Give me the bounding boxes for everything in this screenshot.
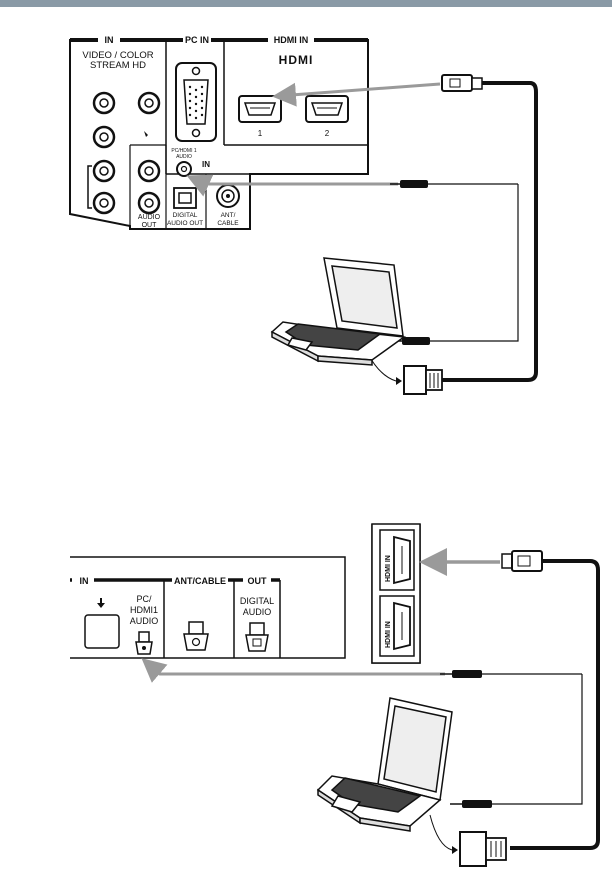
- hdmi-cable-1: [440, 81, 538, 382]
- audio-out-label-line2: OUT: [142, 222, 158, 229]
- diagram-1: IN PC IN HDMI IN VIDEO / COLOR STREAM HD…: [69, 34, 538, 395]
- in-header-2: IN: [80, 576, 89, 586]
- ant-cable-header: ANT/CABLE: [174, 576, 226, 586]
- component-jacks: [92, 91, 161, 215]
- hdmi-in-label-lower: HDMI IN: [385, 621, 392, 648]
- out-header: OUT: [248, 576, 268, 586]
- audio-cable-1: [430, 184, 519, 342]
- digital-audio-port-2: [245, 622, 269, 652]
- ant-cable-port-2: [183, 621, 209, 651]
- hdmi-port-lower: [393, 601, 411, 651]
- ant-cable-label-line1: ANT/: [221, 212, 236, 219]
- pc-hdmi1-audio-label-line2: AUDIO: [176, 154, 192, 160]
- audio-plug-2a: [440, 670, 582, 678]
- digital-audio-label-line1: DIGITAL: [240, 596, 274, 606]
- hdmi-plug-2: [501, 550, 543, 572]
- audio-cable-2: [492, 674, 583, 805]
- digital-audio-out-label-line2: AUDIO OUT: [167, 220, 203, 227]
- laptop-1: [270, 257, 407, 366]
- in-header: IN: [105, 35, 114, 45]
- digital-audio-label-line2: AUDIO: [243, 607, 272, 617]
- hdmi-cable-2: [510, 559, 600, 850]
- hdmi-port-1-label: 1: [258, 129, 263, 138]
- pc-audio-jack: [176, 161, 192, 177]
- video-color-label-line2: STREAM HD: [90, 60, 146, 71]
- vga-plug-2: [459, 831, 507, 867]
- pc-hdmi1-audio-label2-line3: AUDIO: [130, 616, 159, 626]
- hdmi-port-1: [238, 95, 282, 123]
- down-arrow-icon: [97, 598, 105, 608]
- audio-plug-1a: [390, 180, 518, 188]
- audio-out-label-line1: AUDIO: [138, 214, 161, 221]
- hdmi-side-panel: HDMI IN HDMI IN: [371, 523, 421, 664]
- tv-rear-panel-1: IN PC IN HDMI IN VIDEO / COLOR STREAM HD…: [69, 34, 369, 230]
- vga-arrow-2: [429, 814, 453, 851]
- diagram-2: IN ANT/CABLE OUT PC/ HDMI1 AUDIO: [70, 523, 600, 867]
- pc-hdmi1-audio-label2-line1: PC/: [136, 594, 152, 604]
- digital-audio-out-label-line1: DIGITAL: [173, 212, 198, 219]
- hdmi-in-header: HDMI IN: [274, 35, 309, 45]
- pc-audio-jack-2: [135, 631, 153, 655]
- laptop-2: [316, 697, 453, 832]
- audio-arrow-2: [141, 658, 445, 683]
- audio-arrow-1: [186, 174, 398, 197]
- hdmi-in-label-upper: HDMI IN: [385, 555, 392, 582]
- tv-rear-panel-2: IN ANT/CABLE OUT PC/ HDMI1 AUDIO: [70, 556, 346, 659]
- audio-plug-2b: [450, 800, 492, 808]
- ant-cable-port: [216, 184, 240, 208]
- in-small-label: IN: [202, 160, 210, 169]
- hdmi-port-2: [305, 95, 349, 123]
- video-color-label-line1: VIDEO / COLOR: [82, 50, 153, 61]
- hdmi-port-2-label: 2: [325, 129, 330, 138]
- input-button: [84, 614, 120, 649]
- pc-in-header: PC IN: [185, 35, 209, 45]
- vga-plug-1: [403, 365, 443, 395]
- hdmi-arrow-1: [272, 82, 441, 107]
- hdmi-port-upper: [393, 535, 411, 585]
- digital-audio-out-port: [173, 187, 197, 209]
- hdmi-plug-1: [441, 74, 483, 92]
- ant-cable-label-line2: CABLE: [217, 220, 239, 227]
- page-header-bar: [0, 0, 612, 7]
- hdmi-logo: HDMI: [279, 53, 314, 67]
- pc-hdmi1-audio-label-line1: PC/HDMI 1: [171, 148, 197, 154]
- pc-hdmi1-audio-label2-line2: HDMI1: [130, 605, 158, 615]
- pc-in-vga-port: [175, 62, 217, 142]
